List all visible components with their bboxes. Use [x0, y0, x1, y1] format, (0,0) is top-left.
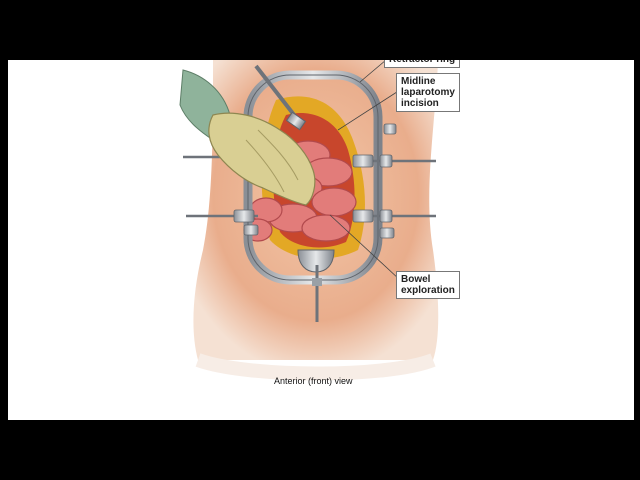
illustration-panel: Retractor ring Midline laparotomy incisi…: [8, 60, 634, 420]
label-midline-incision: Midline laparotomy incision: [396, 73, 460, 112]
surgical-illustration: [179, 60, 439, 381]
top-arm: [254, 64, 300, 122]
label-bowel-exploration: Bowel exploration: [396, 271, 460, 299]
caption: Anterior (front) view: [274, 376, 353, 386]
label-retractor-ring: Retractor ring: [384, 60, 461, 68]
